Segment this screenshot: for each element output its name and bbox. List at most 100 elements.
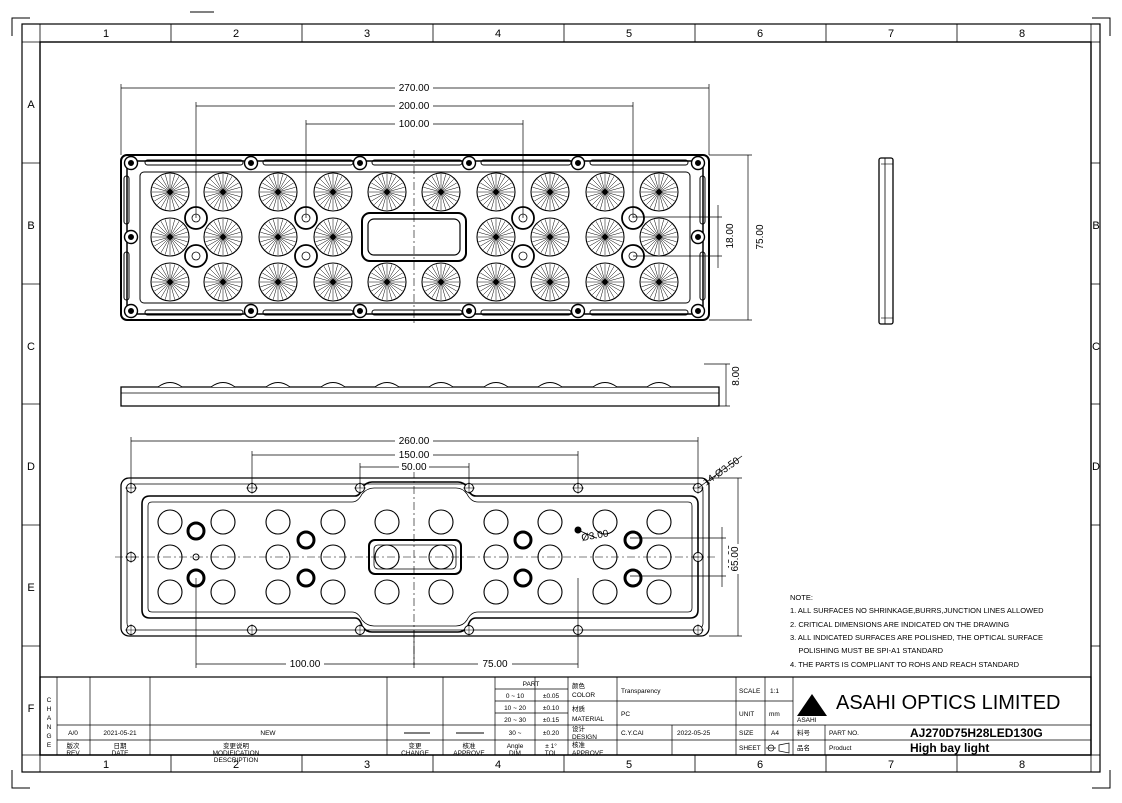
lens (585, 262, 625, 302)
dim-150: 150.00 (399, 450, 430, 461)
tol-range-4: 30 ~ (509, 730, 522, 737)
lens-dome (320, 382, 346, 388)
bottom-mount-hole (513, 530, 533, 550)
date-label: DATE (112, 750, 130, 757)
lens-seat (537, 509, 563, 535)
product-label-cn: 品名 (797, 743, 810, 752)
designer-value: C.Y.CAI (621, 730, 644, 737)
edge-slot (144, 309, 244, 316)
lens-seat (157, 509, 183, 535)
modification-value: NEW (260, 730, 276, 737)
color-value: Transparency (621, 688, 661, 695)
scale-label: SCALE (739, 688, 761, 695)
edge-slot (699, 251, 706, 301)
lens-seat (320, 509, 346, 535)
lens-dome (592, 382, 618, 388)
col-label-2: 2 (233, 28, 239, 40)
change-label-cn: 变更 (409, 741, 423, 750)
tol-label: TOL (545, 750, 558, 757)
note-1: 1. ALL SURFACES NO SHRINKAGE,BURRS,JUNCT… (790, 606, 1044, 615)
lens (203, 172, 243, 212)
lens (150, 217, 190, 257)
tol-range-1: 0 ~ 10 (506, 693, 525, 700)
partno-value: AJ270D75H28LED130G (910, 726, 1043, 740)
lens (476, 262, 516, 302)
lens-dome (428, 382, 454, 388)
dim-label: DIM (509, 750, 521, 757)
top-view-dimension-text: 270.00 200.00 100.00 18.00 75.00 (395, 82, 766, 255)
row-label-d-right: D (1092, 461, 1100, 473)
col-label-7-bottom: 7 (888, 759, 894, 771)
edge-slot (589, 309, 689, 316)
approve-label: APPROVE (453, 750, 485, 757)
dim-50: 50.00 (401, 462, 426, 473)
mod-label-cn: 变更说明 (223, 741, 250, 750)
col-label-7: 7 (888, 28, 894, 40)
dim-260: 260.00 (399, 436, 430, 447)
col-label-1-bottom: 1 (103, 759, 109, 771)
desc-label: DESCRIPTION (214, 757, 259, 764)
end-view (878, 157, 894, 325)
top-view-lens-field (139, 171, 691, 304)
bottom-view (115, 470, 715, 665)
lens-seat (157, 579, 183, 605)
scale-value: 1:1 (770, 688, 779, 695)
col-label-6: 6 (757, 28, 763, 40)
side-view (120, 363, 730, 407)
lens-dome (210, 382, 236, 388)
lens-seat (483, 579, 509, 605)
lens (258, 217, 298, 257)
tol-range-2: 10 ~ 20 (504, 705, 526, 712)
change-letter-g: G (46, 733, 51, 740)
top-view-outline (120, 154, 710, 321)
rev-label: REV (66, 750, 80, 757)
lens-seat (428, 509, 454, 535)
bottom-view-dimension-text: 260.00 150.00 50.00 14-Ø3.50 Ø3.00 13.00… (286, 435, 742, 670)
lens (313, 172, 353, 212)
approve-label-cn: 核准 (463, 741, 477, 750)
lens (639, 172, 679, 212)
lens (150, 172, 190, 212)
column-labels-top: 1 2 3 4 5 6 7 8 (103, 28, 1025, 40)
change-letter-a: A (47, 715, 52, 722)
notes-block: NOTE: 1. ALL SURFACES NO SHRINKAGE,BURRS… (790, 593, 1044, 669)
product-value: High bay light (910, 741, 989, 755)
lens (530, 172, 570, 212)
lens-seat (320, 579, 346, 605)
lens (203, 217, 243, 257)
row-label-b: B (27, 220, 34, 232)
lens-seat (265, 579, 291, 605)
tol-value-4: ±0.20 (543, 730, 560, 737)
rev-date: 2021-05-21 (103, 730, 137, 737)
product-label: Product (829, 745, 852, 752)
dim-dia-3: Ø3.00 (581, 528, 610, 544)
dim-100-bottom: 100.00 (290, 659, 321, 670)
dim-270: 270.00 (399, 83, 430, 94)
column-labels-bottom: 1 2 3 4 5 6 7 8 (103, 759, 1025, 771)
lens (313, 262, 353, 302)
approve2-label-cn: 核准 (572, 740, 586, 749)
row-labels-left: A B C D E F (27, 99, 35, 715)
bottom-mount-hole (513, 568, 533, 588)
color-label-cn: 颜色 (572, 681, 586, 690)
lens-seat (646, 509, 672, 535)
col-label-6-bottom: 6 (757, 759, 763, 771)
change-letter-e: E (47, 742, 52, 749)
top-view (120, 150, 710, 325)
change-letter-h: H (47, 706, 52, 713)
title-block-text: C H A N G E A/0 2021-05-21 NEW 版次 REV 日期… (46, 681, 1060, 764)
mount-hole (294, 244, 318, 268)
material-label-cn: 材质 (572, 704, 586, 713)
lens (258, 262, 298, 302)
lens-seat (265, 509, 291, 535)
col-label-4-bottom: 4 (495, 759, 501, 771)
lens (367, 172, 407, 212)
lens-seat (592, 579, 618, 605)
note-3-cont: POLISHING MUST BE SPI-A1 STANDARD (790, 646, 944, 655)
lens-dome (483, 382, 509, 388)
lens-seat (646, 579, 672, 605)
bottom-mount-hole (296, 568, 316, 588)
tol-value-3: ±0.15 (543, 717, 560, 724)
note-3: 3. ALL INDICATED SURFACES ARE POLISHED, … (790, 633, 1043, 642)
row-label-d: D (27, 461, 35, 473)
